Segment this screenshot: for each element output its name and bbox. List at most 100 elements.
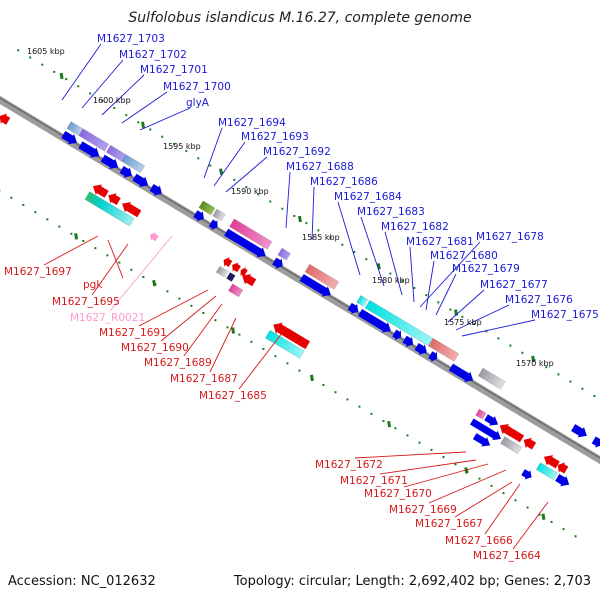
ruler-tick (214, 319, 216, 321)
map-title: Sulfolobus islandicus M.16.27, complete … (0, 10, 600, 26)
ruler-tick (41, 64, 43, 66)
top-leader-line (204, 128, 222, 178)
ruler-tick (262, 348, 264, 350)
bottom-leader-line (161, 296, 216, 341)
forward-arrow-body (520, 467, 534, 482)
top-gene-label: M1627_1700 (163, 81, 231, 93)
top-gene-label: M1627_1678 (476, 231, 544, 243)
gene-box-body (228, 284, 242, 297)
gene-box-body (216, 266, 228, 277)
ruler-tick (65, 78, 67, 80)
ruler-tick (569, 381, 571, 383)
reverse-arrow-body (221, 255, 234, 269)
ruler-tick (322, 384, 324, 386)
bottom-gene-label: M1627_1687 (170, 373, 238, 385)
ruler-tick (166, 290, 168, 292)
ruler-tick (527, 506, 529, 508)
bottom-gene-label: M1627_1685 (199, 390, 267, 402)
ruler-major-tick (299, 216, 300, 222)
ruler-tick (479, 478, 481, 480)
ruler-tick (10, 197, 12, 199)
forward-arrow (520, 467, 534, 482)
bottom-gene-label: M1627_1669 (389, 504, 457, 516)
top-leader-line (436, 274, 456, 315)
ruler-major-tick (61, 73, 62, 79)
bottom-gene-label: M1627_1690 (121, 342, 189, 354)
top-leader-line (102, 75, 144, 115)
ruler-tick (250, 341, 252, 343)
ruler-tick (563, 528, 565, 530)
top-gene-label: M1627_1683 (357, 206, 425, 218)
gene-box (228, 284, 242, 297)
ruler-tick (94, 247, 96, 249)
ruler-tick (82, 240, 84, 242)
reverse-arrow (521, 435, 537, 451)
forward-arrow (554, 472, 572, 489)
ruler-tick (382, 420, 384, 422)
bottom-leader-line (485, 484, 520, 534)
reverse-arrow (221, 255, 234, 269)
ruler-tick (515, 499, 517, 501)
ruler-major-tick (76, 233, 77, 239)
forward-arrow-body (570, 422, 590, 441)
top-gene-label: M1627_1686 (310, 176, 378, 188)
ruler-tick (406, 434, 408, 436)
accession-text: Accession: NC_012632 (8, 574, 156, 589)
ruler-label: 1595 kbp (163, 142, 201, 151)
ruler-tick (142, 276, 144, 278)
forward-arrow (570, 422, 590, 441)
ruler-tick (89, 92, 91, 94)
gene-box (216, 266, 228, 277)
ruler-label: 1600 kbp (93, 96, 131, 105)
ruler-tick (118, 262, 120, 264)
ruler-tick (305, 222, 307, 224)
bottom-leader-line (355, 452, 466, 458)
top-leader-line (140, 108, 190, 130)
ruler-tick (317, 229, 319, 231)
gene-box-body (476, 409, 486, 419)
gene-box (357, 296, 368, 307)
gene-box-body (226, 272, 235, 281)
ruler-tick (281, 208, 283, 210)
ruler-tick (274, 355, 276, 357)
ruler-major-tick (389, 421, 390, 427)
reverse-arrow (0, 111, 11, 126)
ruler-tick (178, 298, 180, 300)
ruler-tick (341, 244, 343, 246)
rna-arrow-body (148, 230, 160, 243)
gene-box-body (278, 248, 291, 260)
top-gene-label: M1627_1694 (218, 117, 286, 129)
ruler-tick (551, 521, 553, 523)
ruler-tick (449, 309, 451, 311)
forward-arrow-body (554, 472, 572, 489)
ruler-tick (29, 56, 31, 58)
ruler-label: 1585 kbp (302, 233, 340, 242)
ruler-tick (358, 406, 360, 408)
top-leader-line (426, 261, 434, 310)
bottom-leader-line (513, 502, 548, 549)
ruler-tick (491, 485, 493, 487)
ruler-tick (113, 107, 115, 109)
bottom-gene-label: M1627_1689 (144, 357, 212, 369)
ruler-major-tick (233, 327, 234, 333)
ruler-tick (430, 449, 432, 451)
ruler-tick (226, 326, 228, 328)
ruler-tick (286, 362, 288, 364)
bottom-gene-label: M1627_1691 (99, 327, 167, 339)
ruler-tick (77, 85, 79, 87)
ruler-tick (521, 352, 523, 354)
ruler-tick (22, 204, 24, 206)
bottom-leader-line (429, 470, 506, 503)
ruler-tick (58, 226, 60, 228)
ruler-tick (425, 294, 427, 296)
ruler-tick (418, 442, 420, 444)
reverse-arrow-body (521, 435, 537, 451)
ruler-tick (497, 337, 499, 339)
ruler-tick (370, 413, 372, 415)
gene-box (226, 272, 235, 281)
ruler-label: 1590 kbp (231, 187, 269, 196)
bottom-leader-line (380, 460, 476, 474)
ruler-tick (346, 398, 348, 400)
